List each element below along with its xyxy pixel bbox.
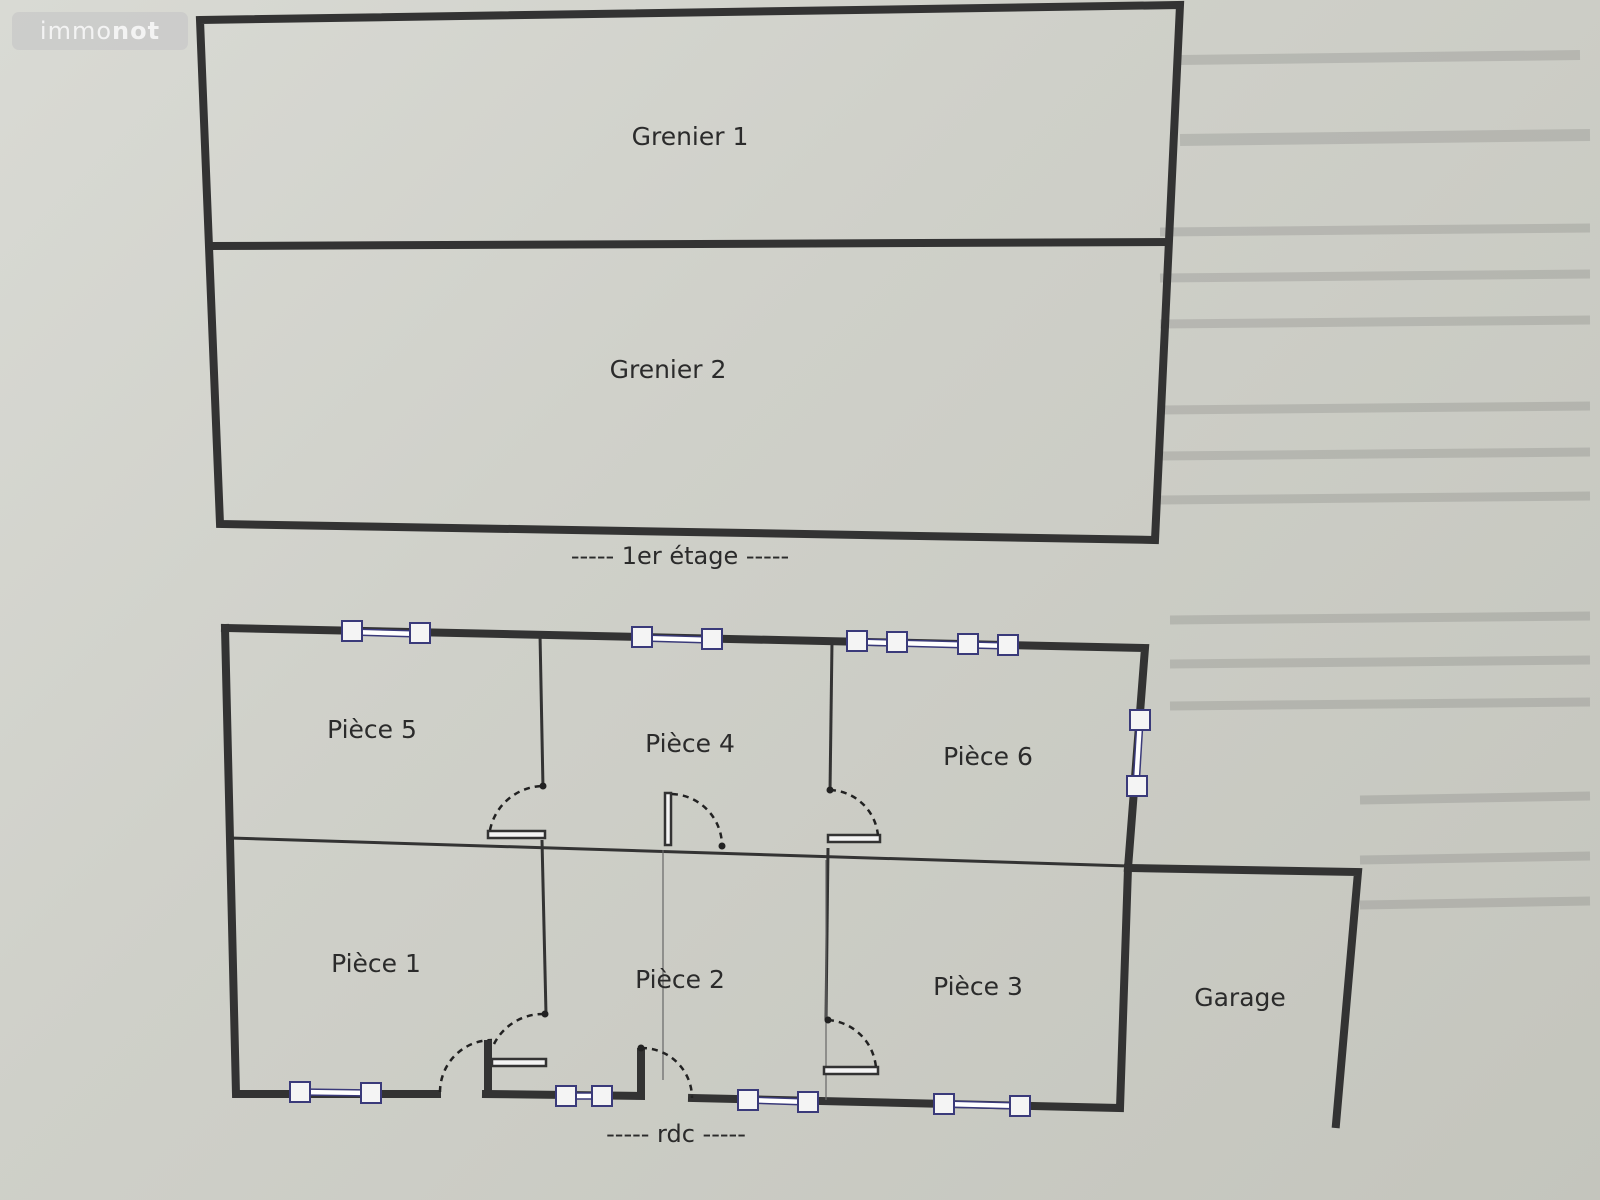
window-top-1 — [341, 620, 431, 644]
partition-horizontal — [229, 836, 1129, 868]
door-leaf-5 — [486, 829, 547, 840]
door-swing-1 — [438, 1038, 493, 1093]
upper-floor: Grenier 1 Grenier 2 ----- 1er étage ----… — [195, 0, 1185, 570]
window-bottom-1 — [289, 1081, 382, 1104]
level-label-rdc: ----- rdc ----- — [606, 1120, 746, 1148]
door-swing-3 — [827, 1018, 878, 1069]
ground-floor: Pièce 5 Pièce 4 Pièce 6 Pièce 1 Pièce 2 … — [220, 620, 1363, 1148]
upper-floor-outline — [195, 0, 1185, 545]
room-piece-3: Pièce 3 — [933, 972, 1023, 1001]
room-grenier-1: Grenier 1 — [632, 122, 749, 151]
door-swing-5 — [488, 784, 544, 831]
logo-text-immo: immo — [39, 17, 113, 45]
door-swing-4 — [671, 792, 724, 847]
door-hinge-4 — [718, 842, 726, 850]
door-leaf-6 — [826, 833, 882, 844]
room-piece-5: Pièce 5 — [327, 715, 417, 744]
window-top-2 — [631, 626, 723, 650]
door-hinge-2 — [637, 1044, 645, 1052]
logo-text-not: not — [112, 17, 161, 45]
immonot-logo: immonot — [12, 12, 188, 50]
door-hinge-3 — [824, 1016, 832, 1024]
level-label-1er-etage: ----- 1er étage ----- — [571, 542, 789, 570]
window-bottom-3 — [737, 1089, 819, 1113]
background-text-lines — [1159, 50, 1591, 910]
window-bottom-4 — [933, 1093, 1031, 1117]
door-swing-2 — [640, 1046, 694, 1099]
door-hinge-1 — [541, 1010, 549, 1018]
window-bottom-2 — [555, 1085, 613, 1107]
room-piece-1: Pièce 1 — [331, 949, 421, 978]
room-garage: Garage — [1194, 983, 1286, 1012]
door-leaf-3 — [822, 1065, 880, 1076]
door-hinge-5 — [539, 782, 547, 790]
door-leaf-1 — [490, 1057, 548, 1068]
window-top-3 — [846, 630, 1019, 656]
window-right — [1126, 709, 1151, 797]
partition-4-6 — [828, 641, 834, 793]
room-grenier-2: Grenier 2 — [610, 355, 727, 384]
upper-floor-divider — [207, 237, 1173, 251]
room-piece-6: Pièce 6 — [943, 742, 1033, 771]
ground-wall-bottom-right — [687, 863, 1133, 1113]
partition-5-4 — [538, 633, 545, 789]
door-swing-1b — [492, 1012, 546, 1045]
partition-1-2 — [540, 839, 548, 1015]
ground-wall-left — [220, 623, 441, 1098]
room-piece-4: Pièce 4 — [645, 729, 735, 758]
room-piece-2: Pièce 2 — [635, 965, 725, 994]
door-swing-6 — [829, 788, 880, 837]
ground-wall-bottom-mid — [481, 1048, 645, 1101]
door-hinge-6 — [826, 786, 834, 794]
garage-wall — [1123, 863, 1363, 1129]
door-leaf-4 — [663, 791, 673, 847]
